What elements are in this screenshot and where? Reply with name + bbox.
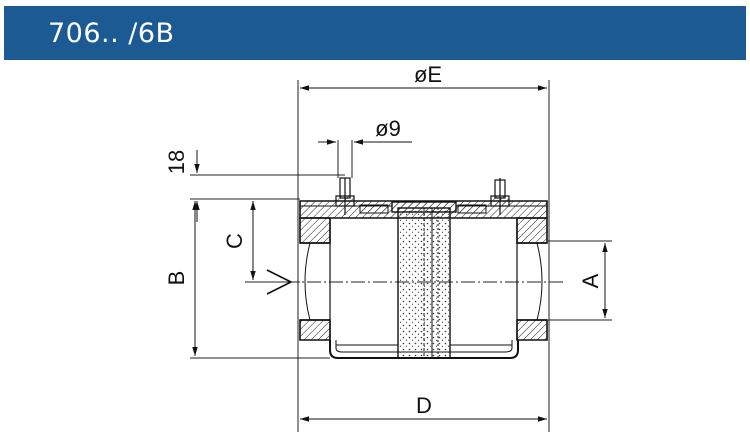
header-bar: 706.. /6B [4,6,746,60]
cover-detail [300,204,547,214]
flow-arrow-icon [266,269,293,295]
extension-lines [190,80,612,432]
dim-label-c: C [222,233,247,249]
dim-label-b: B [164,271,189,286]
dim-label-diameter-e: øE [414,62,442,87]
cover-screw-left [335,177,355,215]
cover-screw-right [490,178,510,215]
filter-element [391,201,457,359]
dim-label-d: D [416,393,432,418]
dim-label-18: 18 [164,150,189,174]
page-title: 706.. /6B [48,18,175,49]
dim-label-a: A [578,273,603,288]
dim-label-diameter-9: ø9 [375,116,401,141]
dimension-lines [192,85,608,422]
